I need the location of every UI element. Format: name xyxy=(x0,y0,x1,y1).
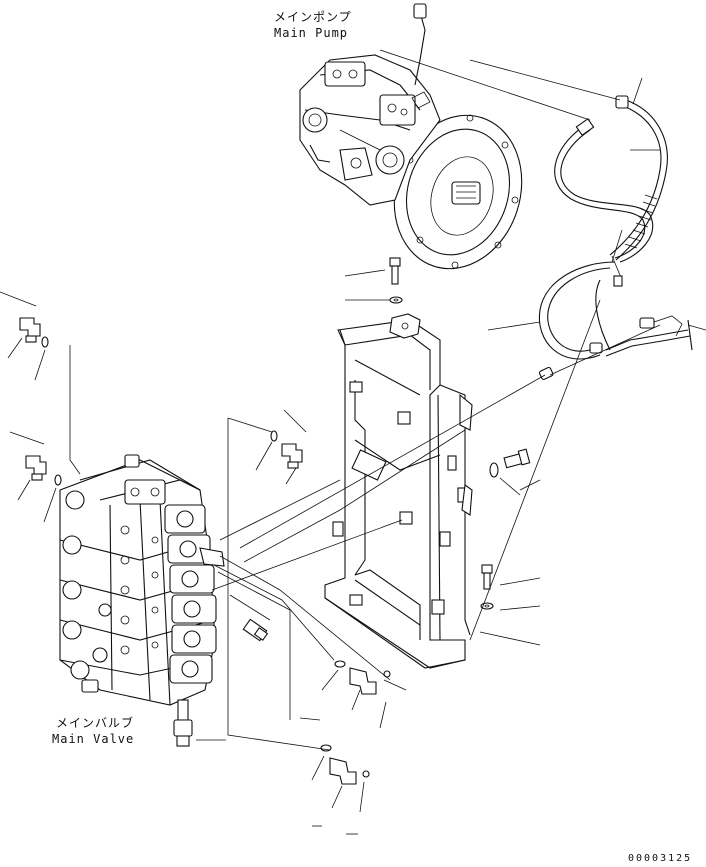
leader-lines xyxy=(0,49,706,835)
main-valve-label-en: Main Valve xyxy=(52,732,135,746)
bracket-icon xyxy=(324,313,473,669)
elbow-fitting-icon xyxy=(19,317,377,785)
main-pump-label-jp: メインポンプ xyxy=(274,10,352,24)
main-valve-label-jp: メインバルブ xyxy=(56,716,135,730)
drawing-number: 00003125 xyxy=(628,853,693,864)
sensor-icon xyxy=(242,618,269,642)
main-valve-icon xyxy=(59,454,225,747)
main-pump-icon xyxy=(299,3,523,270)
main-pump-label-en: Main Pump xyxy=(274,26,349,40)
hose-icon xyxy=(538,95,693,380)
